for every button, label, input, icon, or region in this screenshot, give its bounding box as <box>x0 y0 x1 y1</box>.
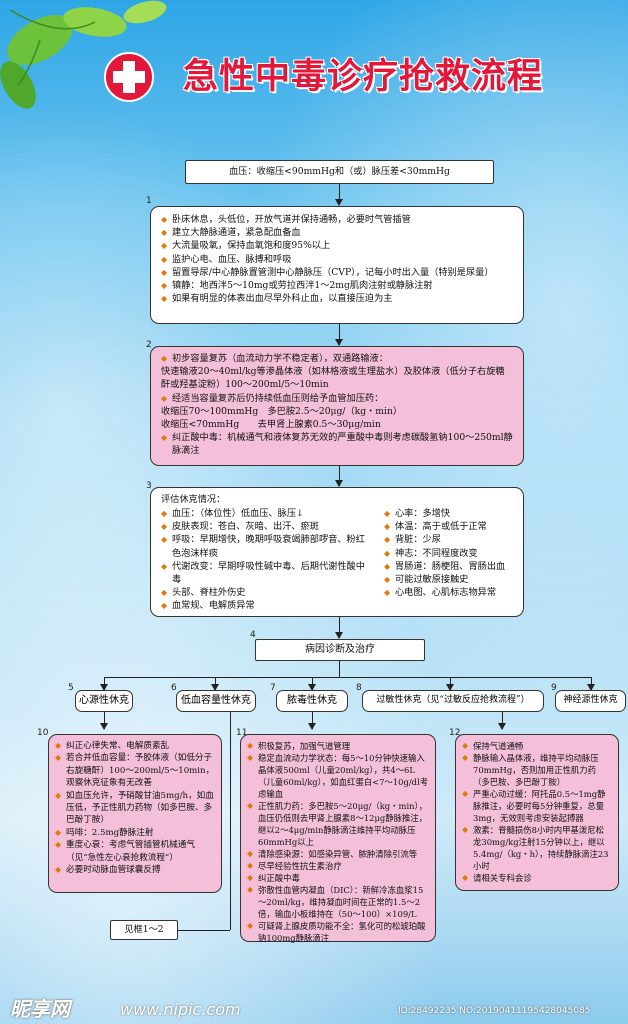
list-item: 背脏：少尿 <box>384 533 519 546</box>
step4-box: 病因诊断及治疗 <box>255 639 425 661</box>
list-item: 建立大静脉通道，紧急配血备血 <box>161 226 513 239</box>
shock-type-anaphylactic: 过敏性休克（见“过敏反应抢救流程”） <box>362 690 544 712</box>
list-item: 如血压允许，予硝酸甘油5mg/h，如血压低，予正性肌力药物（如多巴胺、多巴酚丁胺… <box>55 790 215 827</box>
list-item: 留置导尿/中心静脉置管测中心静脉压（CVP），记每小时出入量（特别是尿量） <box>161 266 513 279</box>
list-item: 纠正心律失常、电解质紊乱 <box>55 740 215 753</box>
list-item-detail: 快速输液20～40ml/kg等渗晶体液（如林格液或生理盐水）及胶体液（低分子右旋… <box>161 366 505 391</box>
list-item: 稳定血流动力学状态：每5～10分钟快速输入晶体液500ml（儿童20ml/kg）… <box>247 752 429 800</box>
list-item: 代谢改变：早期呼吸性碱中毒、后期代谢性酸中毒 <box>161 560 371 586</box>
list-item: 镇静：地西泮5～10mg或劳拉西泮1～2mg肌肉注射或静脉注射 <box>161 279 513 292</box>
septic-treatment-box: 积极复苏，加强气道管理 稳定血流动力学状态：每5～10分钟快速输入晶体液500m… <box>240 734 436 944</box>
shock-type-cardiogenic: 心源性休克 <box>75 690 133 712</box>
list-item: 大流量吸氧，保持血氧饱和度95%以上 <box>161 239 513 252</box>
list-item: 激素：脊髓损伤8小时内甲基泼尼松龙30mg/kg注射15分钟以上，继以5.4mg… <box>462 824 612 872</box>
list-item: 如果有明显的体表出血尽早外科止血，以直接压迫为主 <box>161 292 513 305</box>
shock-type-septic: 脓毒性休克 <box>276 690 348 712</box>
list-item: 保持气道通畅 <box>462 740 612 752</box>
neurogenic-treatment-box: 保持气道通畅 静脉输入晶体液，维持平均动脉压70mmHg，否则加用正性肌力药（多… <box>455 734 619 891</box>
leaves-decoration <box>0 0 167 109</box>
cardiogenic-treatment-box: 纠正心律失常、电解质紊乱 若合并低血容量：予胶体液（如低分子右旋糖酐）100～2… <box>48 734 222 893</box>
watermark-id: ID:28492235 NO:20190411195428045085 <box>398 1006 591 1016</box>
list-item: 静脉输入晶体液，维持平均动脉压70mmHg，否则加用正性肌力药（多巴胺、多巴酚丁… <box>462 752 612 788</box>
shock-type-hypovolemic: 低血容量性休克 <box>176 690 256 712</box>
page-title: 急性中毒诊疗抢救流程 <box>183 57 544 97</box>
list-item: 经适当容量复苏后仍持续低血压则给予血管加压药： <box>161 392 513 405</box>
list-item: 纠正酸中毒 <box>247 872 429 884</box>
list-item: 重度心衰：考虑气管插管机械通气（见“急性左心衰抢救流程”） <box>55 839 215 864</box>
step2-box: 初步容量复苏（血流动力学不稳定者），双通路输液： 快速输液20～40ml/kg等… <box>150 346 524 466</box>
list-item: 监护心电、血压、脉搏和呼吸 <box>161 253 513 266</box>
bp-criteria-box: 血压：收缩压<90mmHg和（或）脉压差<30mmHg <box>185 160 494 184</box>
step-number-11: 11 <box>236 728 248 738</box>
see-box-1-2: 见框1～2 <box>110 920 178 940</box>
list-item: 心电图、心肌标志物异常 <box>384 586 519 599</box>
list-item: 尽早经验性抗生素治疗 <box>247 860 429 872</box>
list-item-detail: 收缩压70～100mmHg 多巴胺2.5～20μg/（kg・min） <box>161 405 403 417</box>
list-item: 请相关专科会诊 <box>462 872 612 884</box>
list-item-detail: 收缩压<70mmHg 去甲肾上腺素0.5～30μg/min <box>161 419 381 431</box>
step3-box: 评估休克情况： 血压：（体位性）低血压、脉压↓ 皮肤表现：苍白、灰暗、出汗、瘀斑… <box>150 487 524 617</box>
list-item: 积极复苏，加强气道管理 <box>247 740 429 752</box>
list-item: 吗啡：2.5mg静脉注射 <box>55 827 215 840</box>
list-item: 严重心动过缓：阿托品0.5～1mg静脉推注，必要时每5分钟重复，总量3mg，无效… <box>462 788 612 824</box>
watermark-logo: 昵享网 <box>10 997 70 1021</box>
step-number-8: 8 <box>356 683 362 693</box>
step1-box: 卧床休息，头低位，开放气道并保持通畅，必要时气管插管 建立大静脉通道，紧急配血备… <box>150 206 524 324</box>
step-number-10: 10 <box>37 728 49 738</box>
list-item: 初步容量复苏（血流动力学不稳定者），双通路输液： <box>161 352 513 365</box>
list-item: 可疑肾上腺皮质功能不全：氢化可的松琥珀酸钠100mg静脉滴注 <box>247 920 429 944</box>
step-number-1: 1 <box>146 196 152 206</box>
list-item: 弥散性血管内凝血（DIC）：新鲜冷冻血浆15～20ml/kg，维持凝血时间在正常… <box>247 884 429 920</box>
list-item: 卧床休息，头低位，开放气道并保持通畅，必要时气管插管 <box>161 213 513 226</box>
red-cross-icon <box>104 52 154 102</box>
watermark-url: www.nipic.com <box>120 1000 241 1019</box>
list-item: 皮肤表现：苍白、灰暗、出汗、瘀斑 <box>161 520 371 533</box>
shock-type-neurogenic: 神经源性休克 <box>555 690 626 712</box>
step-number-2: 2 <box>146 340 152 350</box>
list-item: 呼吸：早期增快，晚期呼吸衰竭肺部啰音、粉红色泡沫样痰 <box>161 533 371 559</box>
list-item: 心率：多增快 <box>384 507 519 520</box>
list-item: 神志：不同程度改变 <box>384 547 519 560</box>
step-number-3: 3 <box>146 481 152 491</box>
list-item: 血压：（体位性）低血压、脉压↓ <box>161 507 371 520</box>
list-item: 正性肌力药：多巴胺5～20μg/（kg・min），血压仍低则去甲肾上腺素8～12… <box>247 800 429 848</box>
list-item: 头部、脊柱外伤史 <box>161 586 371 599</box>
list-item: 清除感染源：如感染异管、脓肿清除引流等 <box>247 848 429 860</box>
step-number-6: 6 <box>171 683 177 693</box>
step-number-4: 4 <box>250 630 256 640</box>
step-number-12: 12 <box>449 728 461 738</box>
step-number-5: 5 <box>68 683 74 693</box>
list-item: 若合并低血容量：予胶体液（如低分子右旋糖酐）100～200ml/5～10min，… <box>55 752 215 789</box>
list-item: 胃肠道：肠梗阻、胃肠出血 <box>384 560 519 573</box>
step3-heading: 评估休克情况： <box>161 494 226 505</box>
list-item: 血常规、电解质异常 <box>161 599 371 612</box>
list-item: 必要时动脉血管球囊反搏 <box>55 864 215 877</box>
list-item: 可能过敏原接触史 <box>384 573 519 586</box>
step-number-7: 7 <box>270 683 276 693</box>
list-item: 纠正酸中毒：机械通气和液体复苏无效的严重酸中毒则考虑碳酸氢钠100～250ml静… <box>161 431 513 457</box>
step-number-9: 9 <box>551 683 557 693</box>
list-item: 体温：高于或低于正常 <box>384 520 519 533</box>
